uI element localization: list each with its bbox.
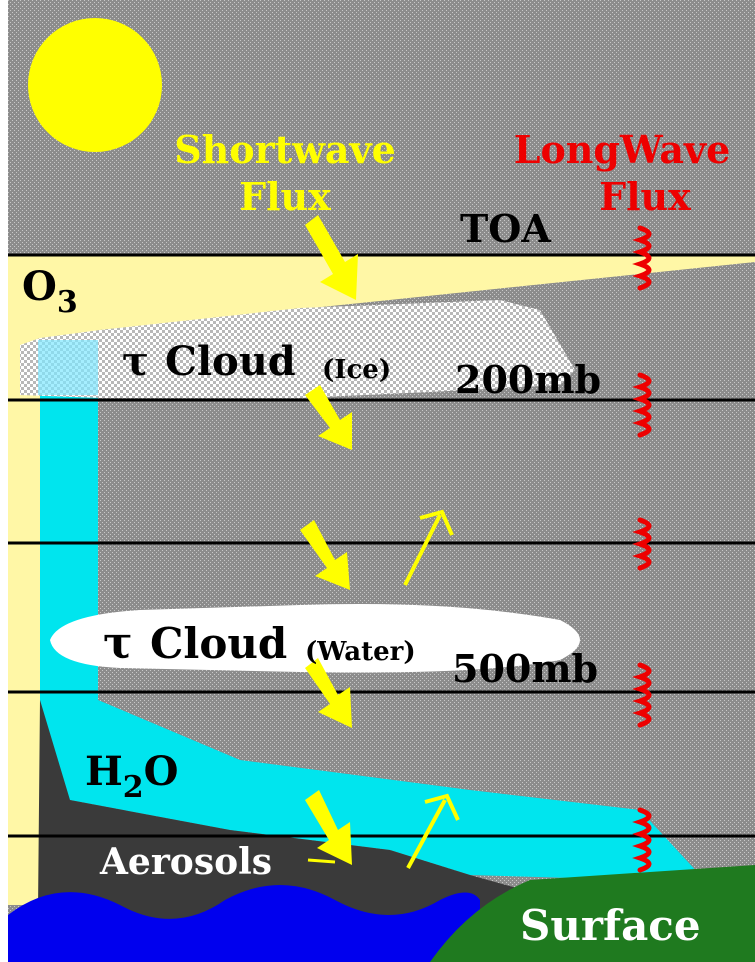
water-type-label: (Water) [305, 637, 416, 667]
shortwave-label-line2: Flux [239, 174, 331, 219]
h2o-label: H2O [85, 748, 179, 805]
ice-tau-symbol: τ [122, 338, 149, 385]
shortwave-arrow-1 [305, 215, 358, 300]
water-cloud-label: Cloud [150, 619, 287, 668]
longwave-squiggle-1 [632, 225, 652, 291]
longwave-squiggle-5 [632, 807, 652, 873]
level-200mb-label: 200mb [455, 357, 601, 402]
surface-label: Surface [520, 901, 701, 950]
h2o-label-sub: 2 [123, 770, 144, 805]
sun-icon [28, 18, 162, 152]
ice-cloud [20, 300, 575, 398]
ozone-label-base: O [22, 263, 57, 310]
level-500mb-label: 500mb [452, 646, 598, 691]
shortwave-arrow-5 [305, 790, 352, 865]
longwave-squiggle-2 [632, 372, 652, 438]
water-cloud [50, 604, 580, 673]
shortwave-arrow-2 [305, 385, 352, 450]
aerosols-pointer [307, 858, 336, 864]
ozone-label-sub: 3 [57, 285, 78, 320]
ocean [8, 885, 480, 962]
ice-cloud-cyan-part [38, 340, 98, 395]
longwave-label-line2: Flux [599, 174, 691, 219]
toa-label: TOA [460, 206, 551, 251]
shortwave-label-line1: Shortwave [174, 127, 396, 172]
longwave-squiggles [632, 225, 652, 873]
longwave-label-line1: LongWave [514, 127, 731, 172]
shortwave-arrow-4 [305, 658, 352, 728]
aerosol-layer [38, 700, 560, 940]
ozone-label: O3 [22, 263, 78, 320]
shortwave-arrow-3 [300, 520, 350, 590]
ice-type-label: (Ice) [322, 355, 391, 385]
reflected-arrow-2 [406, 793, 460, 869]
ice-cloud-label: Cloud [165, 338, 296, 385]
ozone-layer [8, 255, 755, 905]
reflected-arrows [403, 509, 460, 869]
aerosols-label: Aerosols [99, 841, 272, 883]
longwave-squiggle-3 [632, 517, 652, 571]
longwave-squiggle-4 [632, 662, 652, 728]
land-surface [430, 865, 755, 962]
water-tau-symbol: τ [103, 618, 133, 669]
h2o-label-o: O [144, 748, 179, 795]
reflected-arrow-1 [403, 509, 454, 586]
water-vapor-layer [40, 335, 700, 880]
pressure-lines [8, 253, 755, 838]
left-frame [0, 0, 8, 962]
shortwave-arrows [300, 215, 358, 865]
h2o-label-h: H [85, 748, 123, 795]
